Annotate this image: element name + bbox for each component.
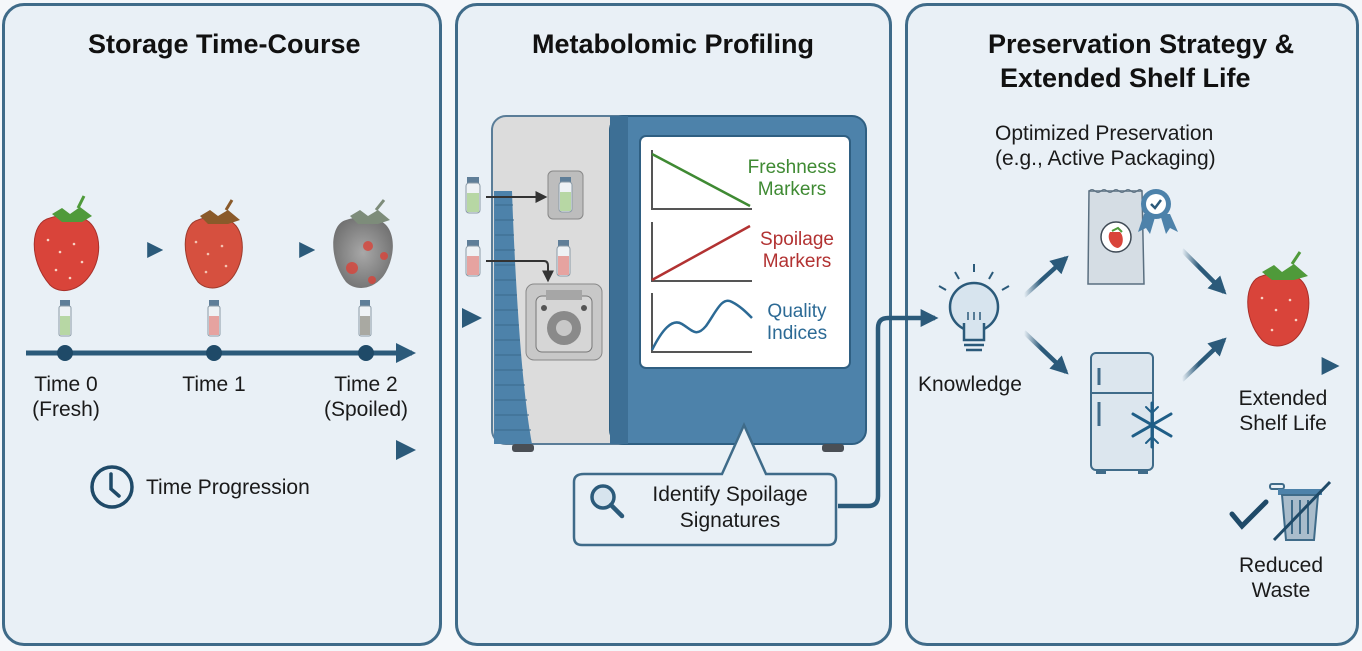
instrument-screen bbox=[639, 135, 851, 369]
spoilage-markers-label: Spoilage Markers bbox=[760, 229, 834, 272]
optimized-preservation-label: Optimized Preservation (e.g., Active Pac… bbox=[995, 122, 1216, 170]
refrigerator-icon bbox=[1090, 352, 1154, 474]
preservation-title-line2: Extended Shelf Life bbox=[1000, 63, 1251, 93]
vial-time2-icon bbox=[358, 300, 372, 337]
timepoint-dot-0 bbox=[57, 345, 73, 361]
spoilage-plot bbox=[651, 222, 752, 282]
autosampler-slot-icon bbox=[547, 170, 584, 220]
trash-crossed-icon bbox=[1269, 480, 1332, 542]
time-progression-label: Time Progression bbox=[146, 476, 310, 499]
ion-source-port-icon bbox=[525, 283, 603, 361]
sample-vial-green-icon bbox=[465, 177, 481, 214]
quality-badge-icon bbox=[1138, 189, 1178, 234]
strawberry-day1-icon bbox=[184, 199, 243, 289]
timepoint-dot-2 bbox=[358, 345, 374, 361]
clock-icon bbox=[90, 465, 134, 509]
timepoint-dot-1 bbox=[206, 345, 222, 361]
timepoint-1-label: Time 1 bbox=[182, 373, 246, 396]
knowledge-label: Knowledge bbox=[918, 373, 1022, 396]
preservation-title-line1: Preservation Strategy & bbox=[988, 29, 1295, 59]
strawberry-spoiled-icon bbox=[333, 199, 393, 288]
sample-vial-red-icon bbox=[465, 240, 481, 277]
arrow-fridge-to-outcome bbox=[1180, 337, 1227, 382]
snowflake-icon bbox=[1131, 401, 1173, 449]
magnifier-icon bbox=[590, 484, 625, 519]
arrow-to-packaging bbox=[1022, 255, 1069, 298]
strawberry-fresh-icon bbox=[33, 195, 100, 292]
callout-text: Identify Spoilage Signatures bbox=[652, 483, 808, 532]
arrow-red-sample bbox=[486, 260, 554, 283]
vial-time0-icon bbox=[58, 300, 72, 337]
checkmark-icon bbox=[1229, 499, 1269, 530]
freshness-plot bbox=[651, 150, 752, 210]
strawberry-preserved-icon bbox=[1247, 251, 1310, 347]
vial-time1-icon bbox=[207, 300, 221, 337]
lightbulb-icon bbox=[938, 264, 1010, 352]
connector-to-knowledge bbox=[838, 309, 939, 509]
reduced-waste-label: Reduced Waste bbox=[1238, 554, 1324, 602]
quality-indices-label: Quality Indices bbox=[766, 301, 828, 344]
spoilage-signatures-callout bbox=[572, 421, 838, 547]
vial-red-queued-icon bbox=[556, 240, 571, 277]
profiling-title: Metabolomic Profiling bbox=[532, 29, 815, 59]
freshness-markers-label: Freshness Markers bbox=[747, 157, 837, 200]
timepoint-0-label: Time 0 (Fresh) bbox=[32, 373, 100, 421]
extended-shelf-life-label: Extended Shelf Life bbox=[1238, 387, 1328, 435]
active-packaging-icon bbox=[1087, 189, 1145, 285]
storage-title: Storage Time-Course bbox=[88, 29, 361, 59]
arrow-to-refrigeration bbox=[1022, 330, 1069, 375]
arrow-packaging-to-outcome bbox=[1180, 248, 1227, 295]
quality-indices-plot bbox=[650, 293, 753, 353]
timepoint-2-label: Time 2 (Spoiled) bbox=[323, 373, 409, 421]
